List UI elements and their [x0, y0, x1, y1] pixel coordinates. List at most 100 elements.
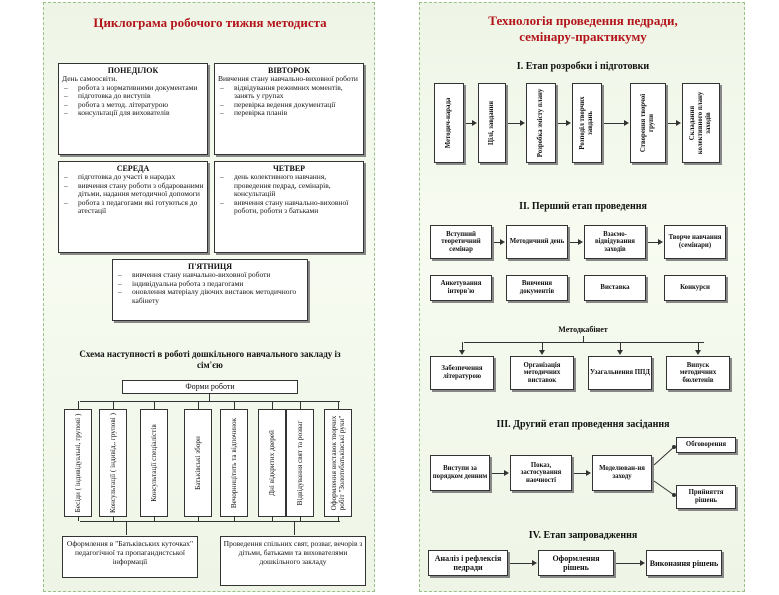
wednesday-box: СЕРЕДА підготовка до участі в нарадах ви… [58, 161, 208, 253]
stage1-arrow [558, 123, 567, 124]
stage1-arrow-head [566, 120, 571, 126]
stage1-step-label: Цілі, завдання [488, 100, 495, 146]
stage2-item: Випуск методичних бюлетенів [666, 356, 730, 390]
cabinet-arrow-head [617, 350, 623, 355]
form-label: Бесіди ( індивідуальні, групові ) [74, 413, 82, 513]
stage2-arrow-head [500, 239, 505, 245]
stage2-item: Методичний день [506, 225, 568, 259]
stage4-arrow-head [640, 560, 645, 566]
cabinet-label: Методкабінет [558, 325, 608, 334]
form-connector [198, 517, 199, 521]
monday-box: ПОНЕДІЛОК День самоосвіти. робота з норм… [58, 63, 208, 155]
stage1-arrow [604, 123, 625, 124]
form-label: Відвідування свят та розваг [296, 420, 304, 506]
cabinet-connector [542, 342, 543, 352]
list-item: робота з метод. літературою [62, 100, 204, 110]
monday-list: робота з нормативними документами підгот… [62, 83, 204, 118]
bottom-connector [80, 521, 340, 522]
stage2-item: Узагальнення ППД [588, 356, 652, 390]
stage1-step: Розробка змісту плану [526, 83, 556, 163]
stage2-arrow [648, 242, 658, 243]
form-box: Вечорницітить та відпочинок [220, 409, 248, 517]
cabinet-connector [620, 342, 621, 352]
stage1-step-label: Складання колективного плану заходів [689, 91, 712, 155]
form-label: Оформлення виставок творчих робіт "Золот… [330, 415, 346, 511]
form-box: Консультації спеціалістів [140, 409, 168, 517]
right-title: Технологія проведення педради, семінару-… [488, 13, 678, 44]
cabinet-connector [462, 342, 463, 352]
stage1-step: Методич-нарада [434, 83, 464, 163]
bottom-right-box: Проведення спільних свят, розваг, вечорі… [220, 536, 366, 586]
stage1-step-label: Методич-нарада [445, 97, 452, 149]
forms-label: Форми роботи [185, 382, 235, 391]
stage3-arrow [492, 473, 504, 474]
stage4-arrow [616, 563, 640, 564]
stage2-item: Анкетування інтерв'ю [430, 275, 492, 301]
left-title: Циклограма робочого тижня методиста [93, 15, 327, 30]
stage1-step: Цілі, завдання [478, 83, 506, 163]
stage2-arrow-head [658, 239, 663, 245]
form-label: Дні відкритих дверей [268, 430, 276, 496]
arrow-down-right [653, 480, 675, 496]
stage3-step: Моделюван-ня заходу [592, 455, 652, 491]
form-connector [338, 517, 339, 521]
thursday-list: день колективного навчання, проведення п… [218, 172, 360, 216]
scheme-title: Схема наступності в роботі дошкільного н… [79, 349, 341, 370]
monday-title: ПОНЕДІЛОК [107, 66, 159, 75]
form-label: Консультації спеціалістів [150, 424, 158, 502]
list-item: індивідуальна робота з педагогами [116, 279, 304, 289]
stage1-arrow-head [676, 120, 681, 126]
stage2-arrow [494, 242, 500, 243]
stage4-step: Оформлення рішень [538, 550, 614, 576]
form-box: Бесіди ( індивідуальні, групові ) [64, 409, 92, 517]
stage2-title: II. Перший етап проведення [519, 201, 647, 212]
stage1-arrow [508, 123, 521, 124]
tuesday-list: відвідування режимних моментів, занять у… [218, 83, 360, 118]
list-item: оновлення матеріалу діючих виставок мето… [116, 287, 304, 305]
list-item: вивчення стану навчально-виховної роботи [116, 270, 304, 280]
form-connector [234, 401, 235, 409]
form-connector [300, 517, 301, 521]
bottom-connector [126, 521, 127, 535]
stage3-arrow-head [504, 470, 509, 476]
stage1-arrow-head [624, 120, 629, 126]
stage4-arrow-head [532, 560, 537, 566]
stage4-arrow [510, 563, 532, 564]
wednesday-list: підготовка до участі в нарадах вивчення … [62, 172, 204, 216]
form-connector [300, 401, 301, 409]
form-box: Дні відкритих дверей [258, 409, 286, 517]
form-box: Оформлення виставок творчих робіт "Золот… [324, 409, 352, 517]
form-connector [113, 517, 114, 521]
stage2-item: Вивчення документів [506, 275, 568, 301]
stage1-step-label: Створення творчої групи [640, 93, 655, 153]
list-item: робота з нормативними документами [62, 83, 204, 93]
stage4-step: Аналіз і рефлексія педради [428, 550, 508, 576]
friday-box: П'ЯТНИЦЯ вивчення стану навчально-виховн… [112, 259, 308, 321]
stage2-item: Виставка [584, 275, 646, 301]
right-panel: Технологія проведення педради, семінару-… [419, 2, 745, 592]
form-box: Відвідування свят та розваг [286, 409, 314, 517]
thursday-title: ЧЕТВЕР [272, 164, 306, 173]
form-connector [198, 401, 199, 409]
left-panel: Циклограма робочого тижня методиста ПОНЕ… [43, 2, 375, 592]
list-item: вивчення стану роботи з обдарованими діт… [62, 181, 204, 199]
stage3-step: Виступи за порядком денним [430, 455, 490, 491]
forms-connector [80, 401, 340, 402]
forms-box: Форми роботи [122, 380, 298, 394]
forms-connector [209, 394, 210, 401]
stage2-arrow-head [578, 239, 583, 245]
wednesday-title: СЕРЕДА [116, 164, 150, 173]
form-connector [338, 401, 339, 409]
arrow-up-right [653, 446, 675, 466]
list-item: відвідування режимних моментів, занять у… [218, 83, 360, 101]
form-connector [113, 401, 114, 409]
stage1-arrow-head [520, 120, 525, 126]
list-item: підготовка до участі в нарадах [62, 172, 204, 182]
form-box: Консультації ( індивід., групові ) [99, 409, 127, 517]
stage3-arrow-head [586, 470, 591, 476]
stage1-arrow [466, 123, 473, 124]
stage3-outcome: Обговорення [676, 437, 736, 453]
list-item: вивчення стану навчально-виховної роботи… [218, 198, 360, 216]
thursday-box: ЧЕТВЕР день колективного навчання, прове… [214, 161, 364, 253]
form-label: Консультації ( індивід., групові ) [109, 413, 117, 513]
